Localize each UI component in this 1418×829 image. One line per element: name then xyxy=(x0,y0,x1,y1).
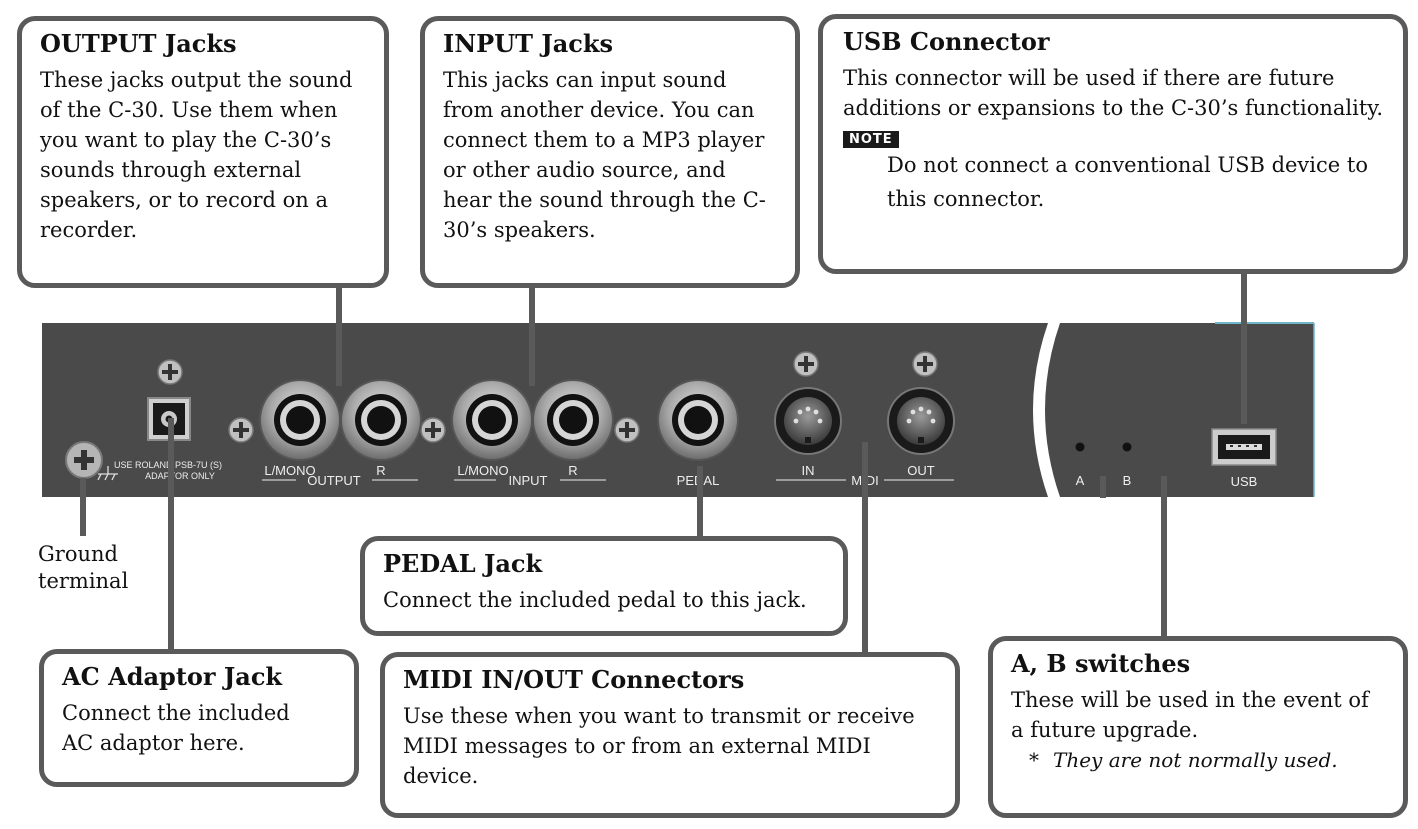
input-r-jack xyxy=(532,379,614,461)
line: hear the sound through the C- xyxy=(443,188,766,212)
note-text: Do not connect a conventional USB device… xyxy=(843,148,1385,216)
callout-output-jacks: OUTPUT Jacks These jacks output the soun… xyxy=(17,16,389,288)
ground-terminal-label: Ground terminal xyxy=(38,541,128,595)
leader-pedal xyxy=(697,466,703,540)
callout-description: This connector will be used if there are… xyxy=(843,63,1385,123)
line: 30’s speakers. xyxy=(443,218,596,242)
callout-ab-switches: A, B switches These will be used in the … xyxy=(988,636,1408,818)
output-lmono-label: L/MONO xyxy=(264,463,315,478)
callout-title: OUTPUT Jacks xyxy=(40,29,237,58)
line: MIDI messages to or from an external MID… xyxy=(403,734,871,758)
callout-description: These jacks output the sound of the C-30… xyxy=(40,65,366,245)
leader-input xyxy=(529,286,535,386)
line: This jacks can input sound xyxy=(443,68,727,92)
line: a future upgrade. xyxy=(1011,718,1199,742)
output-r-jack xyxy=(340,379,422,461)
usb-port xyxy=(1211,428,1277,466)
line: from another device. You can xyxy=(443,98,755,122)
note-badge: NOTE xyxy=(843,131,899,148)
line: AC adaptor here. xyxy=(62,731,245,755)
midi-in-label: IN xyxy=(802,463,815,478)
adaptor-text-line-2: ADAPTOR ONLY xyxy=(145,471,215,481)
line: recorder. xyxy=(40,218,138,242)
line: Connect the included pedal to this jack. xyxy=(383,588,807,612)
line: Connect the included xyxy=(62,701,290,725)
leader-usb xyxy=(1241,272,1247,424)
line: you want to play the C-30’s xyxy=(40,128,332,152)
output-lmono-jack xyxy=(259,379,341,461)
line: speakers, or to record on a xyxy=(40,188,328,212)
callout-description: This jacks can input sound from another … xyxy=(443,65,777,245)
switch-b-label: B xyxy=(1123,473,1132,488)
line: This connector will be used if there are… xyxy=(843,66,1335,90)
input-lmono-label: L/MONO xyxy=(457,463,508,478)
callout-title: A, B switches xyxy=(1011,649,1191,678)
line: connect them to a MP3 player xyxy=(443,128,765,152)
callout-pedal-jack: PEDAL Jack Connect the included pedal to… xyxy=(360,536,848,636)
leader-ab-lower xyxy=(1161,476,1167,638)
asterisk-mark: * xyxy=(1029,748,1039,772)
callout-description: Connect the included pedal to this jack. xyxy=(383,585,825,615)
input-lmono-jack xyxy=(451,379,533,461)
line: or other audio source, and xyxy=(443,158,726,182)
line: additions or expansions to the C-30’s fu… xyxy=(843,96,1384,120)
callout-description: Use these when you want to transmit or r… xyxy=(403,701,937,791)
callout-ac-adaptor-jack: AC Adaptor Jack Connect the included AC … xyxy=(39,649,359,787)
midi-out-label: OUT xyxy=(907,463,935,478)
line: Use these when you want to transmit or r… xyxy=(403,704,915,728)
usb-label: USB xyxy=(1231,474,1258,489)
midi-in-connector xyxy=(774,387,842,455)
switch-a-label: A xyxy=(1076,473,1085,488)
line: sounds through external xyxy=(40,158,302,182)
callout-midi-connectors: MIDI IN/OUT Connectors Use these when yo… xyxy=(380,652,960,818)
leader-output xyxy=(336,286,342,386)
line: device. xyxy=(403,764,479,788)
line: of the C-30. Use them when xyxy=(40,98,338,122)
pedal-jack xyxy=(657,379,739,461)
line: this connector. xyxy=(887,187,1045,211)
line: These will be used in the event of xyxy=(1011,688,1369,712)
panel-right-section xyxy=(1045,323,1314,497)
callout-title: PEDAL Jack xyxy=(383,549,543,578)
callout-title: AC Adaptor Jack xyxy=(62,662,283,691)
line: Do not connect a conventional USB device… xyxy=(887,153,1368,177)
switch-a-hole xyxy=(1075,442,1085,452)
callout-title: USB Connector xyxy=(843,27,1050,56)
input-group-label: INPUT xyxy=(509,473,548,488)
output-r-label: R xyxy=(376,463,385,478)
input-r-label: R xyxy=(568,463,577,478)
leader-midi xyxy=(862,442,868,654)
callout-title: INPUT Jacks xyxy=(443,29,614,58)
output-group-label: OUTPUT xyxy=(307,473,361,488)
leader-ground xyxy=(80,478,86,536)
asterisk-note: * They are not normally used. xyxy=(1011,745,1385,775)
ground-terminal-screw xyxy=(65,441,103,479)
callout-description: Connect the included AC adaptor here. xyxy=(62,698,336,758)
callout-title: MIDI IN/OUT Connectors xyxy=(403,665,745,694)
line: terminal xyxy=(38,569,129,593)
callout-description: These will be used in the event of a fut… xyxy=(1011,685,1385,745)
leader-ac xyxy=(168,418,174,652)
callout-input-jacks: INPUT Jacks This jacks can input sound f… xyxy=(420,16,800,288)
line: Ground xyxy=(38,542,118,566)
leader-ab xyxy=(1100,476,1106,498)
midi-out-connector xyxy=(887,387,955,455)
switch-b-hole xyxy=(1122,442,1132,452)
line: These jacks output the sound xyxy=(40,68,353,92)
asterisk-text: They are not normally used. xyxy=(1053,748,1338,772)
callout-usb-connector: USB Connector This connector will be use… xyxy=(818,14,1408,274)
ground-symbol-icon xyxy=(97,466,118,481)
screw-crosses xyxy=(162,356,933,438)
screw-icons xyxy=(157,351,938,443)
